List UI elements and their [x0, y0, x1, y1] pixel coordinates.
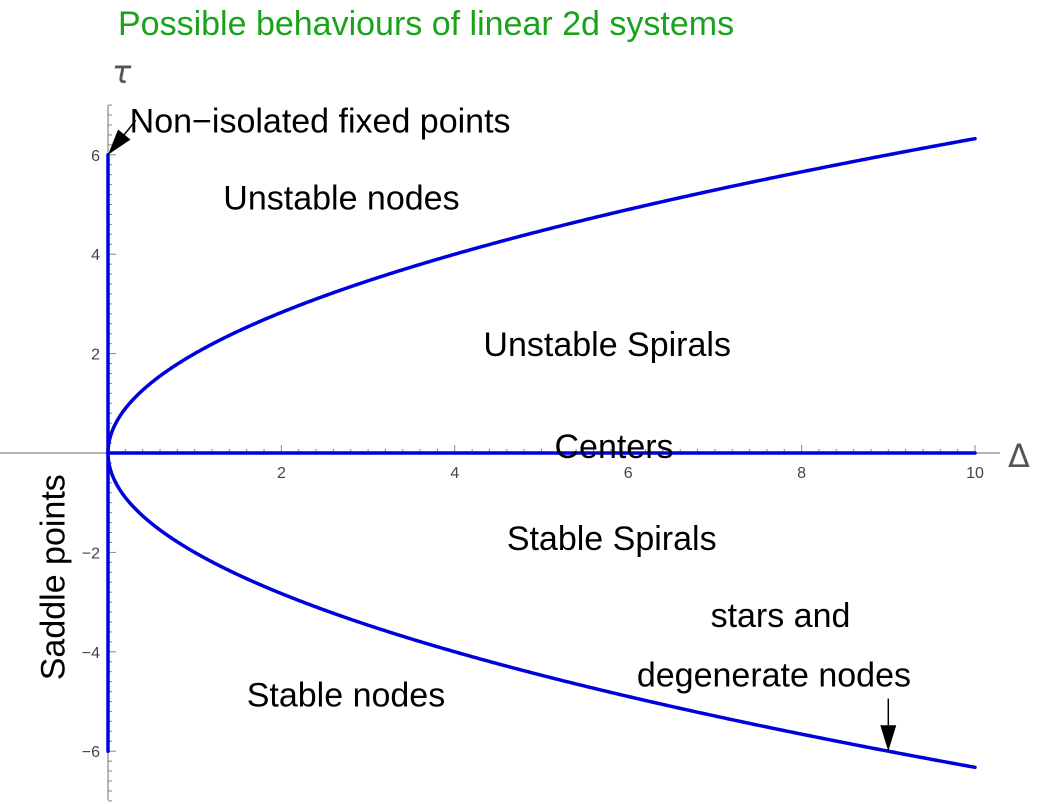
x-tick-label: 2	[277, 465, 286, 482]
x-tick-label: 8	[797, 465, 806, 482]
chart-title: Possible behaviours of linear 2d systems	[118, 5, 734, 43]
annotation-arrow-head	[108, 129, 131, 155]
y-tick-label: 2	[91, 347, 100, 364]
x-tick-label: 10	[966, 465, 984, 482]
y-tick-label: −6	[82, 744, 100, 761]
annotation-label: Unstable Spirals	[483, 326, 731, 364]
series-line-0	[106, 136, 977, 455]
y-tick-label: −4	[82, 645, 100, 662]
y-axis-label: τ	[112, 53, 132, 91]
annotation-label: Unstable nodes	[223, 179, 459, 217]
y-tick-label: 4	[91, 247, 100, 264]
annotation-arrow-shaft	[123, 119, 137, 136]
annotation-label: Stable nodes	[247, 676, 446, 714]
series-line-1	[106, 451, 977, 770]
x-tick-label: 4	[450, 465, 459, 482]
annotation-label: Saddle points	[35, 474, 73, 680]
annotation-label: stars and	[711, 597, 851, 635]
annotation-label: Non−isolated fixed points	[130, 102, 511, 140]
x-axis-label: Δ	[1008, 437, 1030, 475]
annotation-label: degenerate nodes	[637, 657, 911, 695]
y-tick-label: −2	[82, 545, 100, 562]
annotation-arrow-head	[880, 725, 897, 752]
series-group	[106, 136, 977, 770]
annotation-label: Stable Spirals	[507, 520, 717, 558]
y-tick-label: 6	[91, 148, 100, 165]
annotation-label: Centers	[555, 428, 674, 466]
x-tick-label: 6	[624, 465, 633, 482]
